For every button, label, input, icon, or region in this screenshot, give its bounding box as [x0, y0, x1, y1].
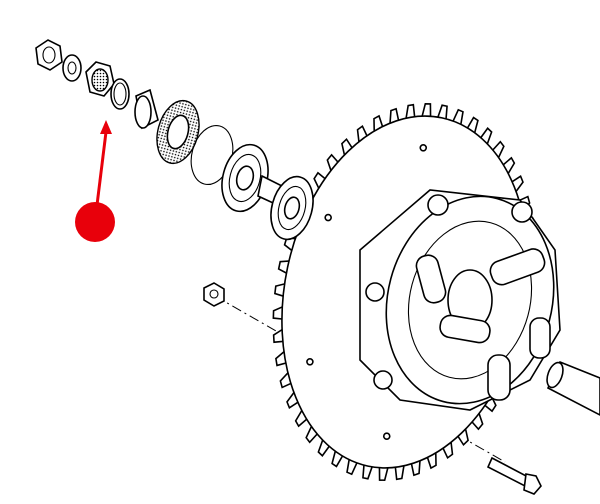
lock-nut — [85, 61, 115, 97]
spacer-collar — [134, 88, 159, 130]
callout-dot — [75, 202, 115, 242]
small-nut — [203, 282, 225, 307]
damper-block — [489, 248, 546, 286]
bolt — [486, 456, 542, 495]
damper-block — [415, 254, 447, 304]
bolt-boss — [511, 201, 533, 223]
axle-nut — [35, 39, 63, 71]
wheel-hub — [359, 189, 561, 411]
bolt-boss — [365, 282, 385, 302]
axle — [546, 360, 600, 416]
bolt-boss — [427, 194, 449, 216]
sprocket-bolt-hole — [382, 432, 391, 441]
callout-marker — [75, 120, 115, 242]
sprocket-bolt-hole — [306, 357, 314, 366]
washer — [62, 54, 82, 82]
bearing — [221, 143, 269, 213]
damper-block — [487, 354, 511, 401]
spacer-ring — [110, 78, 130, 110]
oil-seal — [156, 99, 200, 165]
bearing — [270, 175, 314, 241]
sprocket-bolt-hole — [324, 213, 332, 222]
sprocket-bolt-hole — [419, 143, 428, 152]
bolt-boss — [373, 370, 393, 390]
damper-block — [439, 314, 491, 344]
damper-block — [529, 317, 551, 359]
